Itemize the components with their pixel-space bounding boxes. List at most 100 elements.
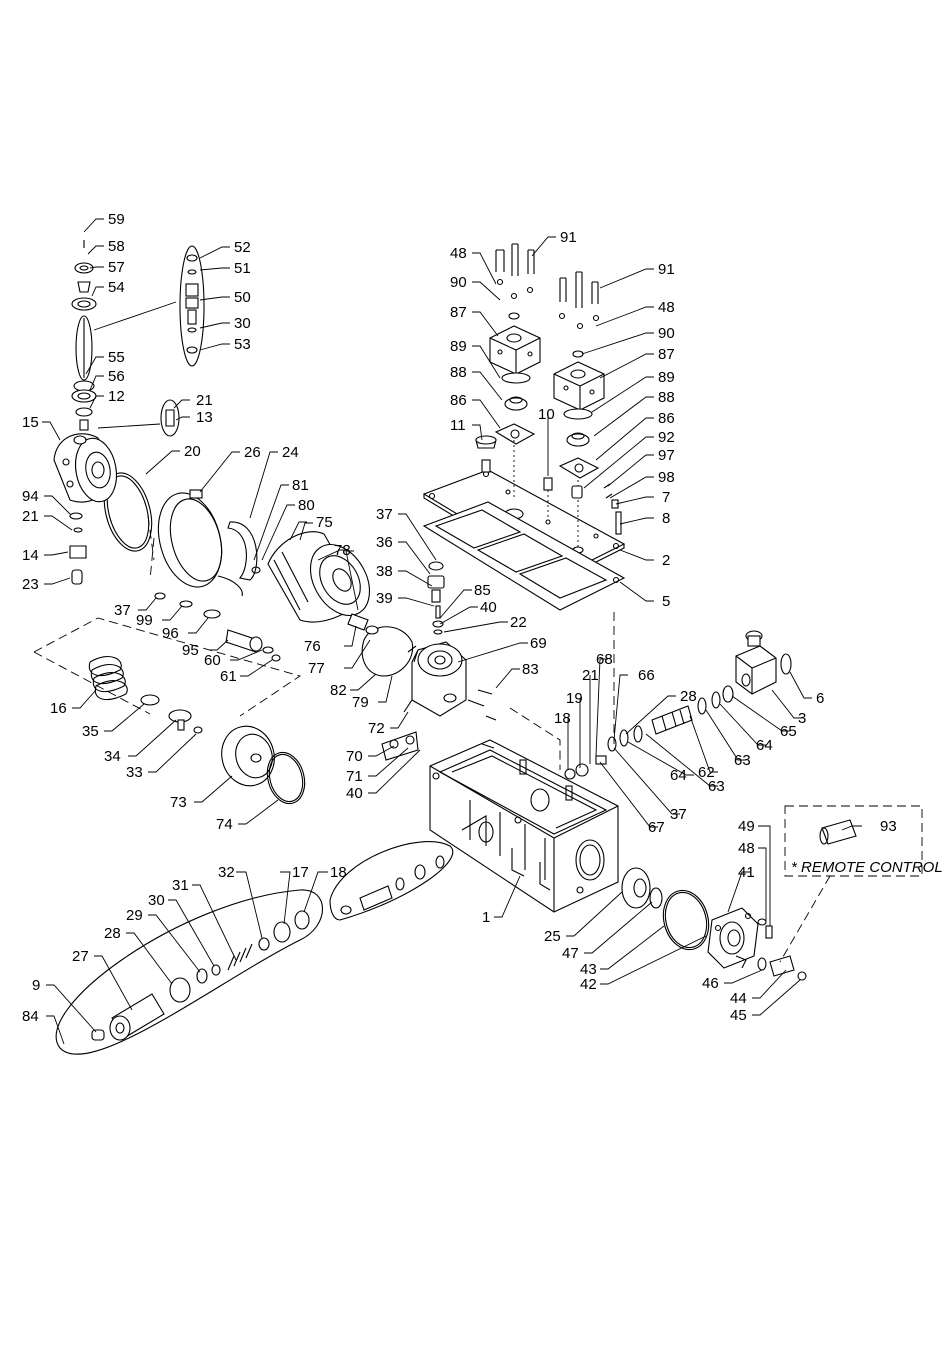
callout-21b: 21: [22, 508, 39, 525]
callout-70: 70: [346, 748, 363, 765]
spring-part: [88, 656, 203, 734]
valve-block-right-part: [553, 361, 605, 411]
callout-86b: 86: [658, 410, 675, 427]
callout-90b: 90: [658, 325, 675, 342]
callout-20: 20: [184, 443, 201, 460]
callout-25: 25: [544, 928, 561, 945]
callout-28b: 28: [104, 925, 121, 942]
callout-15: 15: [22, 414, 39, 431]
callout-37a: 37: [114, 602, 131, 619]
tee-fitting-part: [69, 512, 87, 585]
callout-85: 85: [474, 582, 491, 599]
bracket-part: [217, 521, 261, 597]
callout-90a: 90: [450, 274, 467, 291]
callout-63b: 63: [708, 778, 725, 795]
callout-18b: 18: [330, 864, 347, 881]
callout-66: 66: [638, 667, 655, 684]
callout-44: 44: [730, 990, 747, 1007]
callout-39: 39: [376, 590, 393, 607]
callout-95: 95: [182, 642, 199, 659]
callout-84: 84: [22, 1008, 39, 1025]
remote-control-box: [779, 805, 923, 963]
dash-link: [509, 707, 561, 770]
callout-88b: 88: [658, 389, 675, 406]
callout-78: 78: [334, 542, 351, 559]
pump-body-part: [403, 641, 467, 717]
callout-82: 82: [330, 682, 347, 699]
screws-83-part: [467, 689, 497, 749]
callout-17: 17: [292, 864, 309, 881]
callout-40b: 40: [346, 785, 363, 802]
elbow-fitting-part: [97, 399, 180, 437]
callout-57: 57: [108, 259, 125, 276]
callout-28a: 28: [680, 688, 697, 705]
callout-89b: 89: [658, 369, 675, 386]
callout-46: 46: [702, 975, 719, 992]
callout-9: 9: [32, 977, 40, 994]
callout-97: 97: [658, 447, 675, 464]
callout-74: 74: [216, 816, 233, 833]
callout-23: 23: [22, 576, 39, 593]
callout-7: 7: [662, 489, 670, 506]
callout-87a: 87: [450, 304, 467, 321]
callout-87b: 87: [658, 346, 675, 363]
callout-21a: 21: [196, 392, 213, 409]
callout-77: 77: [308, 660, 325, 677]
callout-58: 58: [108, 238, 125, 255]
callout-21c: 21: [582, 667, 599, 684]
callout-81: 81: [292, 477, 309, 494]
callout-11: 11: [450, 417, 466, 434]
callout-96: 96: [162, 625, 179, 642]
bearing-part: [621, 867, 710, 951]
motor-part: [267, 531, 379, 635]
callout-12: 12: [108, 388, 125, 405]
callout-61: 61: [220, 668, 237, 685]
pump-top-fittings-part: [427, 561, 445, 635]
callout-50: 50: [234, 289, 251, 306]
callout-1: 1: [482, 909, 490, 926]
callout-34: 34: [104, 748, 121, 765]
callout-80: 80: [298, 497, 315, 514]
callout-13: 13: [196, 409, 213, 426]
band-clamp-part: [157, 489, 223, 588]
callout-73: 73: [170, 794, 187, 811]
callout-63a: 63: [734, 752, 751, 769]
callout-93: 93: [880, 818, 897, 835]
callout-52: 52: [234, 239, 251, 256]
callout-41: 41: [738, 864, 755, 881]
callout-18a: 18: [554, 710, 571, 727]
callout-29: 29: [126, 907, 143, 924]
callout-40a: 40: [480, 599, 497, 616]
cover-41-part: [707, 907, 759, 969]
check-valve-parts: [154, 592, 281, 662]
valve-stack-part: [71, 240, 177, 431]
callout-94: 94: [22, 488, 39, 505]
callout-47: 47: [562, 945, 579, 962]
callout-38: 38: [376, 563, 393, 580]
callout-16: 16: [50, 700, 67, 717]
callout-71: 71: [346, 768, 363, 785]
callout-83: 83: [522, 661, 539, 678]
inset-box: [33, 537, 302, 717]
callout-48b: 48: [658, 299, 675, 316]
callout-55: 55: [108, 349, 125, 366]
callout-26: 26: [244, 444, 261, 461]
callout-37c: 37: [670, 806, 687, 823]
callout-54: 54: [108, 279, 125, 296]
tank-head-part: [53, 433, 118, 503]
dash-link: [147, 515, 155, 561]
callout-leaders: [42, 218, 862, 1045]
callout-88a: 88: [450, 364, 467, 381]
callout-5: 5: [662, 593, 670, 610]
o-ring-20-part: [103, 472, 153, 552]
callout-24: 24: [282, 444, 299, 461]
callout-64a: 64: [756, 737, 773, 754]
callout-8: 8: [662, 510, 670, 527]
callout-64b: 64: [670, 767, 687, 784]
callout-30b: 30: [148, 892, 165, 909]
callout-27: 27: [72, 948, 89, 965]
callout-89a: 89: [450, 338, 467, 355]
callout-45: 45: [730, 1007, 747, 1024]
housing-part: [429, 739, 619, 913]
